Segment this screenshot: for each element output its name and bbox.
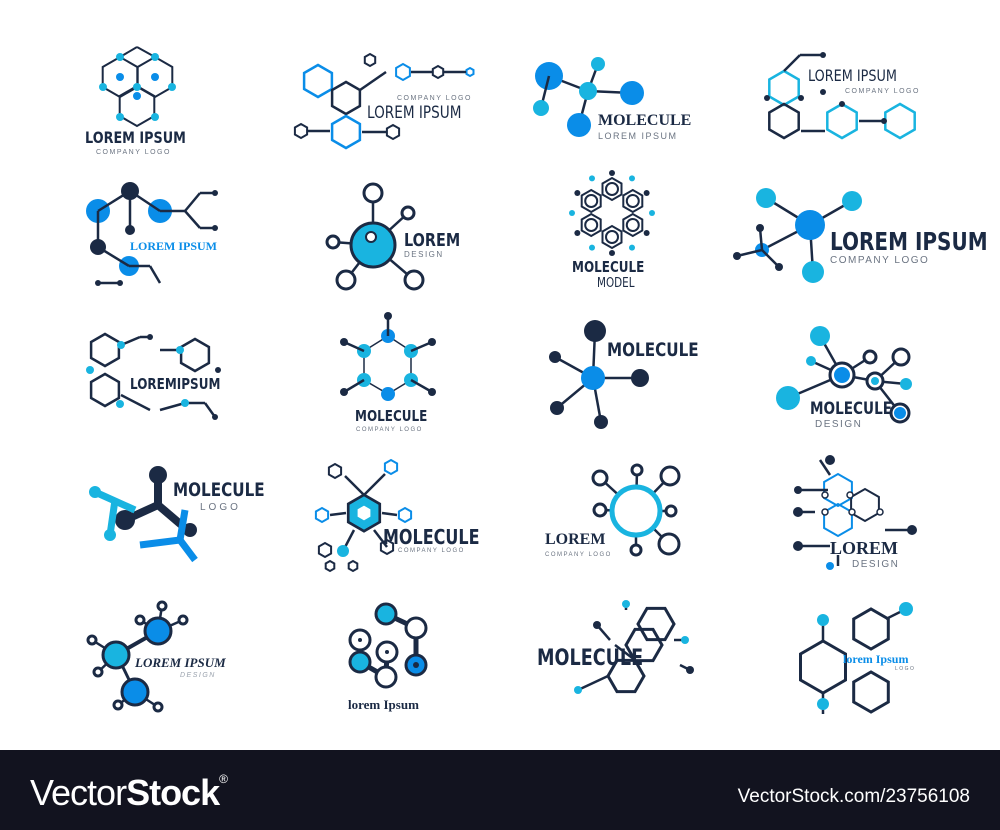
molecule-logos-artwork <box>86 46 917 714</box>
registered-mark: ® <box>219 772 228 786</box>
molecule-icon-4 <box>764 52 916 140</box>
molecule-icon-15 <box>591 463 681 557</box>
logo-5-title: LOREM IPSUM <box>130 239 217 253</box>
logo-7-subtitle: MODEL <box>597 276 635 291</box>
logo-6-subtitle: DESIGN <box>404 250 444 259</box>
logo-10-subtitle: COMPANY LOGO <box>356 427 423 433</box>
molecule-icon-18 <box>348 602 428 689</box>
molecule-icon-9 <box>86 332 221 420</box>
logo-3-subtitle: LOREM IPSUM <box>598 131 678 141</box>
brand-bold: Stock <box>126 772 220 813</box>
logo-2-subtitle: COMPANY LOGO <box>397 95 472 102</box>
logo-17-subtitle: DESIGN <box>180 672 216 679</box>
molecule-icon-14 <box>314 458 413 573</box>
logo-17-title: LOREM IPSUM <box>135 655 226 670</box>
logo-11-title: MOLECULE <box>607 339 699 361</box>
molecule-icon-6 <box>325 182 425 291</box>
logo-13-subtitle: LOGO <box>200 502 241 513</box>
logo-20-subtitle: LOGO <box>895 666 916 672</box>
logo-20-title: lorem Ipsum <box>843 652 909 666</box>
molecule-icon-2 <box>293 52 475 150</box>
logo-2-title: LOREM IPSUM <box>367 103 462 123</box>
molecule-icon-19 <box>574 600 694 694</box>
molecule-icon-12 <box>776 326 912 424</box>
molecule-icon-5 <box>86 182 218 286</box>
logo-6-title: LOREM <box>404 230 461 251</box>
watermark-footer: VectorStock® VectorStock.com/23756108 <box>0 750 1000 830</box>
logo-8-title: LOREM IPSUM <box>830 227 988 256</box>
logo-1-subtitle: COMPANY LOGO <box>96 149 171 156</box>
logo-1-title: LOREM IPSUM <box>85 128 186 147</box>
logo-18-title: lorem Ipsum <box>348 697 419 712</box>
logo-12-title: MOLECULE <box>810 399 893 419</box>
logo-4-title: LOREM IPSUM <box>808 66 897 85</box>
molecule-icon-1 <box>99 46 176 128</box>
molecule-icon-17 <box>86 600 189 713</box>
image-url: VectorStock.com/23756108 <box>737 786 970 807</box>
logo-12-subtitle: DESIGN <box>815 419 863 430</box>
logo-9-title: LOREMIPSUM <box>130 375 221 393</box>
logo-15-subtitle: COMPANY LOGO <box>545 552 612 558</box>
molecule-icon-16 <box>793 455 917 570</box>
vectorstock-logo: VectorStock® <box>30 772 228 814</box>
logo-3-title: MOLECULE <box>598 112 692 129</box>
brand-light: Vector <box>30 772 127 813</box>
molecule-icon-8 <box>733 188 862 283</box>
molecule-icon-13 <box>89 466 198 563</box>
logo-4-subtitle: COMPANY LOGO <box>845 88 920 95</box>
molecule-icon-11 <box>549 320 649 429</box>
logo-7-title: MOLECULE <box>572 258 645 276</box>
logo-13-title: MOLECULE <box>173 479 265 501</box>
molecule-icon-7 <box>569 170 655 256</box>
logo-16-title: LOREM <box>830 538 899 558</box>
molecule-icon-10 <box>340 312 436 401</box>
logo-19-title: MOLECULE <box>537 646 644 671</box>
logo-14-title: MOLECULE <box>383 525 480 549</box>
logo-16-subtitle: DESIGN <box>852 559 900 570</box>
logo-15-title: LOREM <box>545 531 606 548</box>
molecule-icon-20 <box>799 602 913 714</box>
molecule-icon-3 <box>533 57 644 137</box>
logo-8-subtitle: COMPANY LOGO <box>830 255 930 266</box>
logo-14-subtitle: COMPANY LOGO <box>398 548 465 554</box>
logo-10-title: MOLECULE <box>355 407 428 425</box>
